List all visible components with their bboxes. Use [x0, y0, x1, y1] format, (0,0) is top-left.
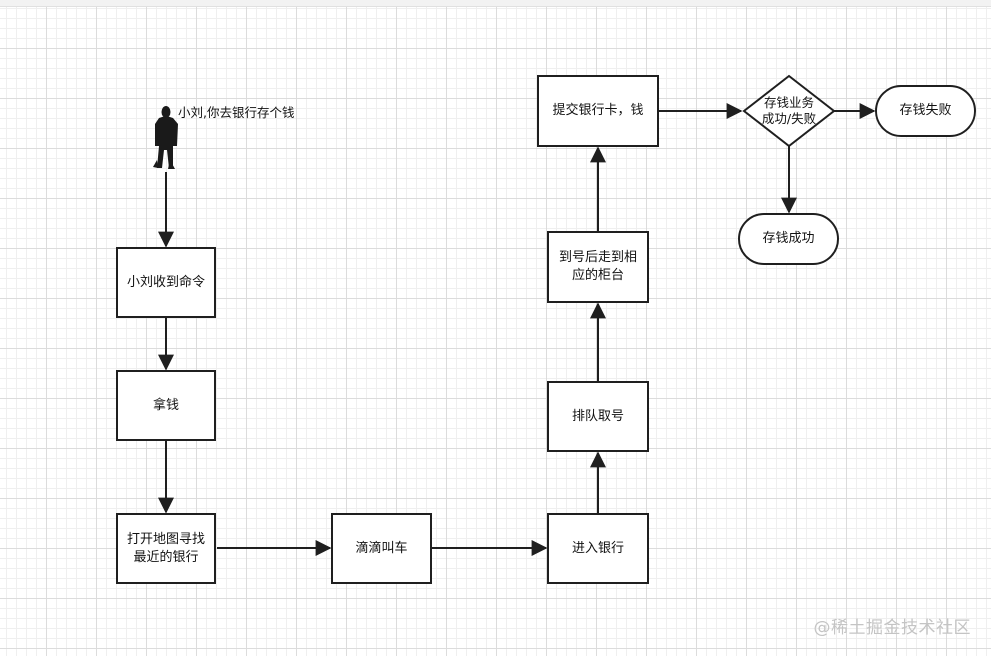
- node-call-didi-label: 滴滴叫车: [355, 540, 408, 556]
- node-deposit-success-label: 存钱成功: [762, 231, 815, 246]
- node-deposit-fail[interactable]: 存钱失败: [875, 85, 976, 137]
- top-toolbar-strip: [0, 0, 991, 7]
- watermark: @稀土掘金技术社区: [813, 618, 971, 638]
- node-deposit-fail-label: 存钱失败: [899, 103, 952, 118]
- decision-diamond[interactable]: [742, 74, 836, 148]
- node-call-didi[interactable]: 滴滴叫车: [331, 513, 432, 584]
- node-submit-card[interactable]: 提交银行卡，钱: [537, 75, 659, 147]
- decision-label: 存钱业务 成功/失败: [761, 95, 817, 126]
- person-icon: [153, 106, 178, 169]
- node-receive-order-label: 小刘收到命令: [126, 274, 205, 290]
- node-deposit-success[interactable]: 存钱成功: [738, 213, 839, 265]
- node-open-map[interactable]: 打开地图寻找 最近的银行: [116, 513, 216, 584]
- node-enter-bank[interactable]: 进入银行: [547, 513, 649, 584]
- node-receive-order[interactable]: 小刘收到命令: [116, 247, 216, 318]
- actor-speech: 小刘,你去银行存个钱: [178, 105, 295, 120]
- node-queue-number[interactable]: 排队取号: [547, 381, 649, 452]
- node-submit-card-label: 提交银行卡，钱: [552, 103, 644, 118]
- node-go-to-counter[interactable]: 到号后走到相 应的柜台: [547, 231, 649, 303]
- node-queue-number-label: 排队取号: [571, 408, 624, 424]
- node-go-to-counter-label: 到号后走到相 应的柜台: [558, 250, 637, 283]
- node-take-money[interactable]: 拿钱: [116, 370, 216, 441]
- node-enter-bank-label: 进入银行: [571, 540, 624, 556]
- node-take-money-label: 拿钱: [152, 397, 179, 413]
- node-open-map-label: 打开地图寻找 最近的银行: [126, 531, 205, 565]
